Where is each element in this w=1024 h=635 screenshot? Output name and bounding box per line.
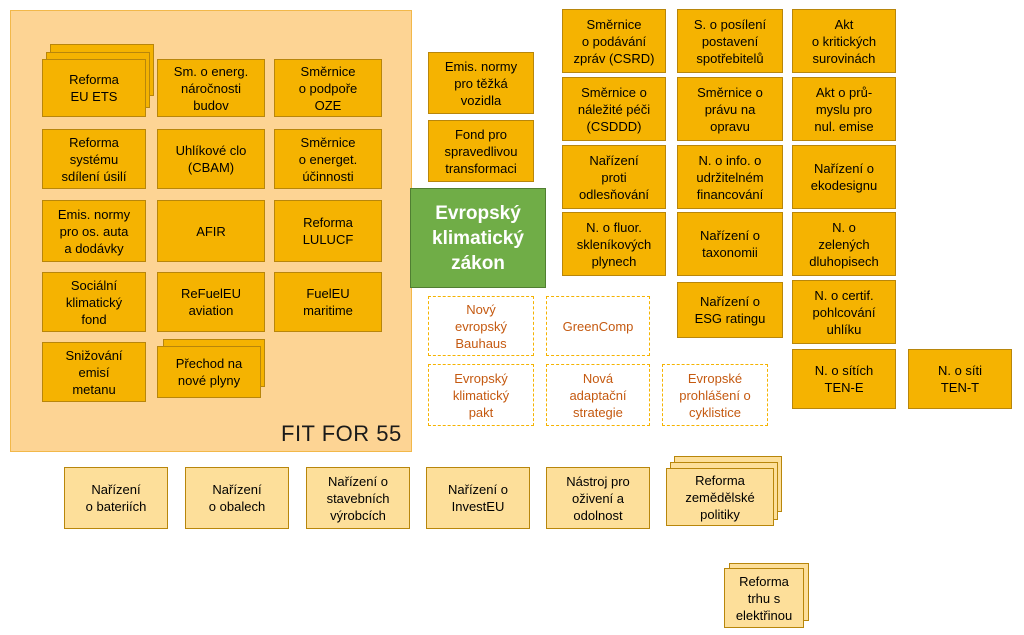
box-label: Akt o prů- myslu pro nul. emise bbox=[814, 84, 874, 134]
box-spravedliva-transformace[interactable]: Fond pro spravedlivou transformaci bbox=[428, 120, 534, 182]
box-emis-normy-auta[interactable]: Emis. normy pro os. auta a dodávky bbox=[42, 200, 146, 262]
box-reforma-eu-ets[interactable]: Reforma EU ETS bbox=[42, 59, 146, 117]
box-zemedelska-politika[interactable]: Reforma zemědělské politiky bbox=[666, 468, 774, 526]
box-label: GreenComp bbox=[562, 318, 634, 334]
box-label: Sociální klimatický fond bbox=[65, 277, 123, 327]
box-label: Směrnice o náležité péči (CSDDD) bbox=[577, 84, 651, 134]
box-label: N. o fluor. skleníkových plynech bbox=[576, 219, 652, 269]
box-klimaticky-pakt[interactable]: Evropský klimatický pakt bbox=[428, 364, 534, 426]
box-lulucf[interactable]: Reforma LULUCF bbox=[274, 200, 382, 262]
box-trh-s-elektrinou[interactable]: Reforma trhu s elektřinou bbox=[724, 568, 804, 628]
box-label: Reforma zemědělské politiky bbox=[685, 472, 755, 522]
box-nove-plyny[interactable]: Přechod na nové plyny bbox=[157, 346, 261, 398]
box-label: Uhlíkové clo (CBAM) bbox=[175, 143, 247, 175]
box-label: Reforma EU ETS bbox=[69, 72, 119, 104]
box-label: Nový evropský Bauhaus bbox=[454, 301, 508, 351]
box-label: Evropský klimatický pakt bbox=[452, 370, 510, 420]
box-refueleu-aviation[interactable]: ReFuelEU aviation bbox=[157, 272, 265, 332]
box-ekodesign[interactable]: Nařízení o ekodesignu bbox=[792, 145, 896, 209]
box-esg-rating[interactable]: Nařízení o ESG ratingu bbox=[677, 282, 783, 338]
box-nul-emise[interactable]: Akt o prů- myslu pro nul. emise bbox=[792, 77, 896, 141]
box-label: Nařízení o taxonomii bbox=[700, 228, 760, 260]
box-label: Nařízení o ESG ratingu bbox=[694, 294, 766, 326]
box-oziveni-odolnost[interactable]: Nástroj pro oživení a odolnost bbox=[546, 467, 650, 529]
box-label: N. o sítích TEN-E bbox=[814, 363, 874, 395]
box-ten-t[interactable]: N. o síti TEN-T bbox=[908, 349, 1012, 409]
box-socialni-fond[interactable]: Sociální klimatický fond bbox=[42, 272, 146, 332]
box-tezka-vozidla[interactable]: Emis. normy pro těžká vozidla bbox=[428, 52, 534, 114]
box-label: Sm. o energ. náročnosti budov bbox=[173, 63, 249, 113]
box-energ-narocnost-budov[interactable]: Sm. o energ. náročnosti budov bbox=[157, 59, 265, 117]
box-label: N. o certif. pohlcování uhlíku bbox=[812, 287, 876, 337]
box-label: Fond pro spravedlivou transformaci bbox=[444, 126, 518, 176]
box-label: Reforma systému sdílení úsilí bbox=[61, 134, 127, 184]
central-title: Evropský klimatický zákon bbox=[432, 202, 524, 274]
box-label: Reforma LULUCF bbox=[302, 215, 354, 247]
box-obaly[interactable]: Nařízení o obalech bbox=[185, 467, 289, 529]
box-label: Přechod na nové plyny bbox=[175, 356, 243, 388]
box-label: Emis. normy pro těžká vozidla bbox=[444, 58, 518, 108]
box-label: Akt o kritických surovinách bbox=[811, 16, 877, 66]
box-bauhaus[interactable]: Nový evropský Bauhaus bbox=[428, 296, 534, 356]
box-label: Emis. normy pro os. auta a dodávky bbox=[57, 206, 131, 256]
box-metan[interactable]: Snižování emisí metanu bbox=[42, 342, 146, 402]
box-label: N. o síti TEN-T bbox=[937, 363, 983, 395]
box-baterie[interactable]: Nařízení o bateriích bbox=[64, 467, 168, 529]
box-csrd[interactable]: Směrnice o podávání zpráv (CSRD) bbox=[562, 9, 666, 73]
box-label: N. o info. o udržitelném financování bbox=[696, 152, 764, 202]
box-label: AFIR bbox=[196, 223, 226, 239]
box-label: Evropské prohlášení o cyklistice bbox=[679, 370, 751, 420]
box-label: Nová adaptační strategie bbox=[569, 370, 627, 420]
box-label: N. o zelených dluhopisech bbox=[809, 219, 879, 269]
box-adaptacni-strategie[interactable]: Nová adaptační strategie bbox=[546, 364, 650, 426]
box-label: Nařízení o ekodesignu bbox=[810, 161, 878, 193]
box-label: Nařízení o stavebních výrobcích bbox=[326, 473, 390, 523]
box-pohlcovani-uhliku[interactable]: N. o certif. pohlcování uhlíku bbox=[792, 280, 896, 344]
box-fluor-plyny[interactable]: N. o fluor. skleníkových plynech bbox=[562, 212, 666, 276]
box-smernice-oze[interactable]: Směrnice o podpoře OZE bbox=[274, 59, 382, 117]
box-label: ReFuelEU aviation bbox=[181, 286, 241, 318]
box-kriticke-suroviny[interactable]: Akt o kritických surovinách bbox=[792, 9, 896, 73]
box-csddd[interactable]: Směrnice o náležité péči (CSDDD) bbox=[562, 77, 666, 141]
box-label: Směrnice o právu na opravu bbox=[697, 84, 763, 134]
box-label: Směrnice o podpoře OZE bbox=[298, 63, 358, 113]
box-afir[interactable]: AFIR bbox=[157, 200, 265, 262]
box-label: Snižování emisí metanu bbox=[65, 347, 123, 397]
box-zelene-dluhopisy[interactable]: N. o zelených dluhopisech bbox=[792, 212, 896, 276]
box-investeu[interactable]: Nařízení o InvestEU bbox=[426, 467, 530, 529]
box-label: Nástroj pro oživení a odolnost bbox=[566, 473, 630, 523]
box-taxonomie[interactable]: Nařízení o taxonomii bbox=[677, 212, 783, 276]
box-greencomp[interactable]: GreenComp bbox=[546, 296, 650, 356]
box-energet-ucinnost[interactable]: Směrnice o energet. účinnosti bbox=[274, 129, 382, 189]
box-label: Směrnice o podávání zpráv (CSRD) bbox=[573, 16, 655, 66]
box-label: Nařízení o InvestEU bbox=[448, 482, 508, 514]
box-cbam[interactable]: Uhlíkové clo (CBAM) bbox=[157, 129, 265, 189]
box-postaveni-spotrebitelu[interactable]: S. o posílení postavení spotřebitelů bbox=[677, 9, 783, 73]
fit-for-55-label: FIT FOR 55 bbox=[281, 421, 402, 446]
box-odlesnovani[interactable]: Nařízení proti odlesňování bbox=[562, 145, 666, 209]
box-ten-e[interactable]: N. o sítích TEN-E bbox=[792, 349, 896, 409]
box-label: S. o posílení postavení spotřebitelů bbox=[693, 16, 767, 66]
box-label: Nařízení o bateriích bbox=[85, 482, 147, 514]
box-label: Směrnice o energet. účinnosti bbox=[298, 134, 358, 184]
box-stavebni-vyrobky[interactable]: Nařízení o stavebních výrobcích bbox=[306, 467, 410, 529]
box-fueleu-maritime[interactable]: FuelEU maritime bbox=[274, 272, 382, 332]
box-sdileni-usili[interactable]: Reforma systému sdílení úsilí bbox=[42, 129, 146, 189]
box-evropsky-klimaticky-zakon[interactable]: Evropský klimatický zákon bbox=[410, 188, 546, 288]
box-label: Reforma trhu s elektřinou bbox=[735, 573, 793, 623]
box-label: FuelEU maritime bbox=[303, 286, 353, 318]
box-pravo-na-opravu[interactable]: Směrnice o právu na opravu bbox=[677, 77, 783, 141]
box-label: Nařízení o obalech bbox=[208, 482, 266, 514]
box-label: Nařízení proti odlesňování bbox=[578, 152, 650, 202]
box-cyklistika[interactable]: Evropské prohlášení o cyklistice bbox=[662, 364, 768, 426]
box-udrzitelne-financovani[interactable]: N. o info. o udržitelném financování bbox=[677, 145, 783, 209]
